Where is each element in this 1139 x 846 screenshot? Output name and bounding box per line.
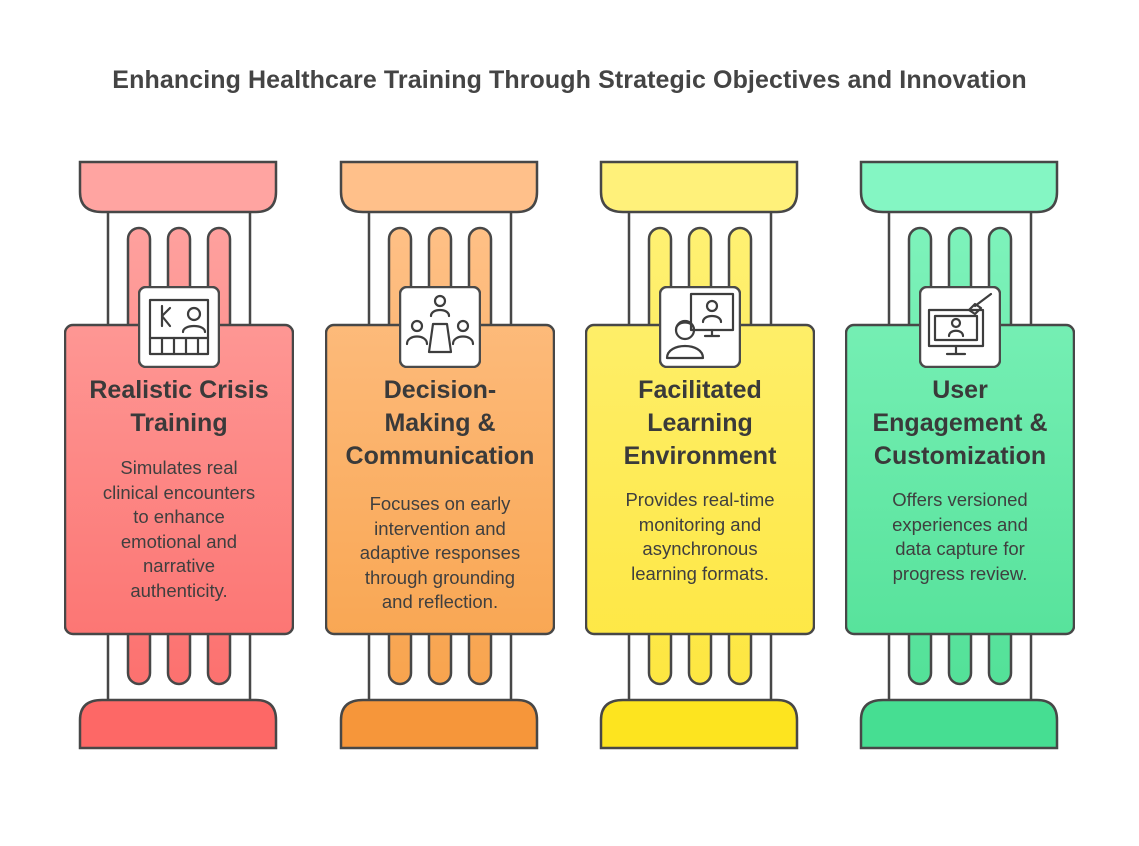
- pillar-decision-making-communication: Decision-Making &Communication Focuses o…: [325, 0, 555, 846]
- online-tutor-icon: [658, 285, 742, 369]
- column-base: [859, 698, 1059, 750]
- meeting-table-icon: [398, 285, 482, 369]
- column-base: [339, 698, 539, 750]
- column-capital: [599, 160, 799, 214]
- monitor-touch-icon: [918, 285, 1002, 369]
- pillar-body: [585, 323, 815, 636]
- page-title: Enhancing Healthcare Training Through St…: [112, 66, 1027, 94]
- column-base: [599, 698, 799, 750]
- pillar-shape: [64, 160, 294, 750]
- column-capital: [78, 160, 278, 214]
- pillar-shape: [325, 160, 555, 750]
- scenario-board-icon: [137, 285, 221, 369]
- column-capital: [859, 160, 1059, 214]
- pillar-body: [845, 323, 1075, 636]
- column-base: [78, 698, 278, 750]
- pillar-heading: Decision-Making &Communication: [345, 376, 535, 470]
- column-capital: [339, 160, 539, 214]
